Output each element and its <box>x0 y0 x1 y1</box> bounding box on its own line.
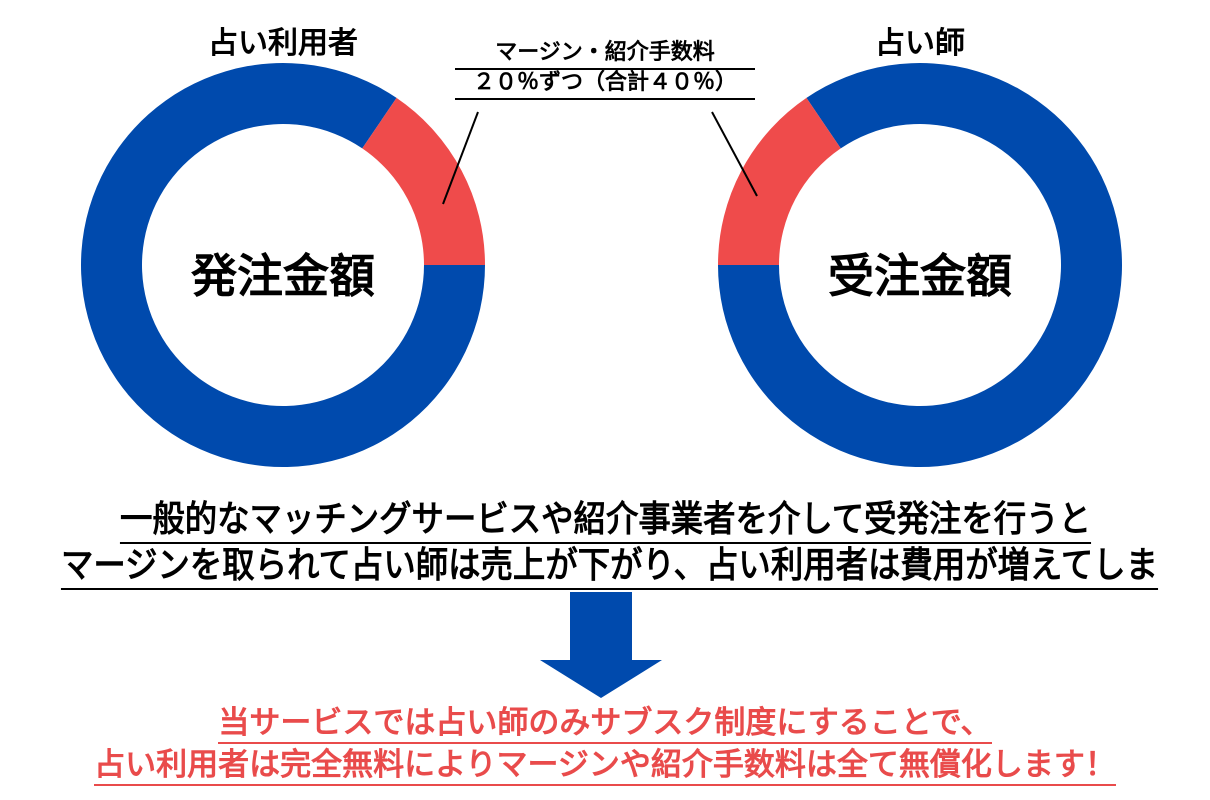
donut-slice-margin <box>362 97 485 266</box>
solution-text-2: 占い利用者は完全無料によりマージンや紹介手数料は全て無償化します！ <box>94 746 1116 786</box>
solution-line-1: 当サービスでは占い師のみサブスク制度にすることで、 <box>0 704 1210 744</box>
annotation-line-2: ２０％ずつ（合計４０％） <box>455 68 755 100</box>
donut-slice-main <box>80 62 485 468</box>
donut-slice-margin <box>718 97 841 266</box>
leader-line-left <box>442 111 479 205</box>
donut-slice-main <box>717 63 1122 467</box>
left-center-label: 発注金額 <box>191 249 375 303</box>
explanation-text-1: 一般的なマッチングサービスや紹介事業者を介して受発注を行うと <box>119 498 1091 544</box>
down-arrow-icon <box>540 592 662 698</box>
explanation-line-2: マージンを取られて占い師は売上が下がり、占い利用者は費用が増えてしま <box>0 544 1210 590</box>
annotation-line-1: マージン・紹介手数料 <box>455 38 755 70</box>
explanation-line-1: 一般的なマッチングサービスや紹介事業者を介して受発注を行うと <box>0 498 1210 544</box>
solution-text-1: 当サービスでは占い師のみサブスク制度にすることで、 <box>218 704 992 744</box>
solution-line-2: 占い利用者は完全無料によりマージンや紹介手数料は全て無償化します！ <box>0 746 1210 786</box>
right-center-label: 受注金額 <box>828 249 1012 303</box>
explanation-text-2: マージンを取られて占い師は売上が下がり、占い利用者は費用が増えてしま <box>60 544 1159 590</box>
leader-line-right <box>711 111 758 197</box>
left-chart-title: 占い利用者 <box>208 26 358 61</box>
right-chart-title: 占い師 <box>875 26 965 61</box>
